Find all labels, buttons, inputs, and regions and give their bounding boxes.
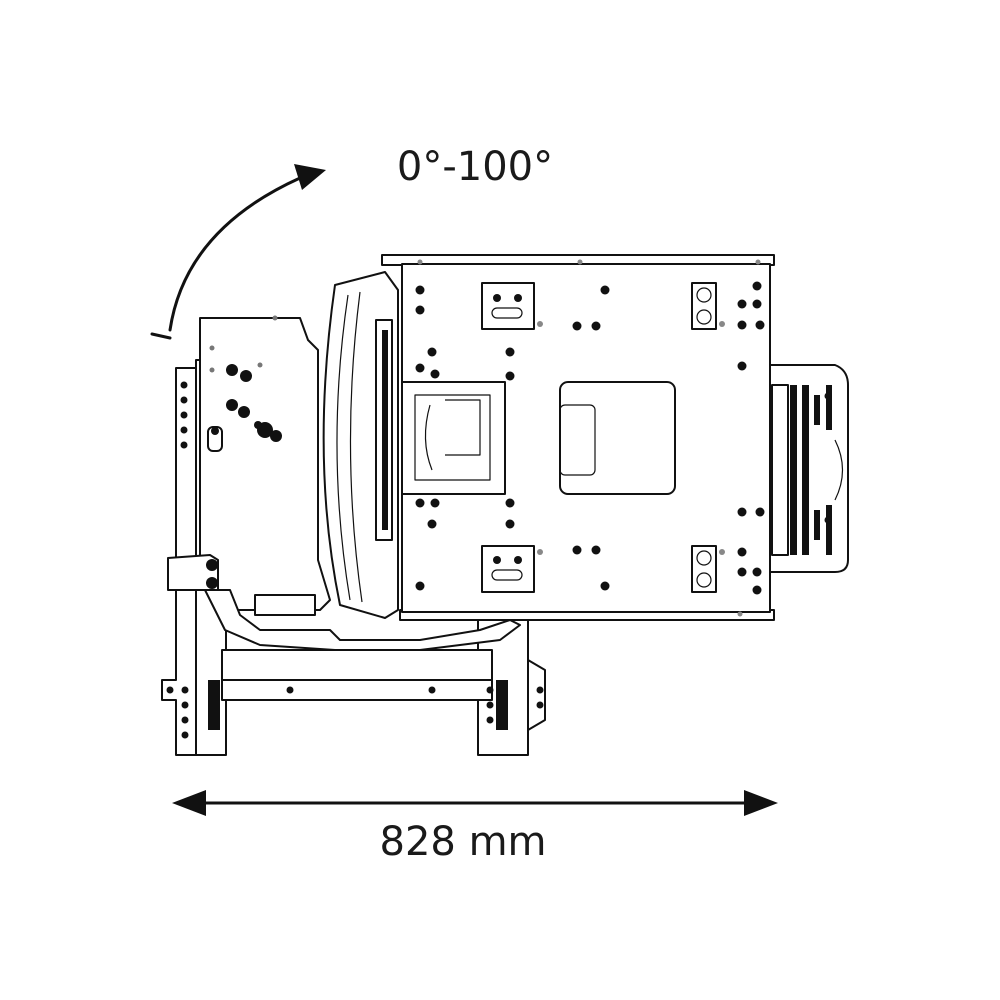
rotation-stop-tick <box>150 332 172 340</box>
rotation-arc <box>168 176 302 332</box>
rotation-annotation: 0°-100° <box>150 144 553 340</box>
hinge-clip <box>167 554 219 591</box>
rotation-arrow-head <box>294 164 326 190</box>
arm-body <box>199 317 331 611</box>
arm-bracket <box>167 315 521 651</box>
width-label: 828 mm <box>380 819 547 865</box>
width-dimension: 828 mm <box>172 790 778 865</box>
wall-crossbar <box>221 649 493 681</box>
tilt-head <box>769 364 849 573</box>
curved-bracket <box>322 271 399 619</box>
vesa-slot-bottom-right <box>691 545 717 593</box>
dimension-arrow-right <box>744 790 778 816</box>
center-slot <box>559 381 676 495</box>
mounting-plate <box>381 254 775 621</box>
vesa-slot-bottom-left <box>481 545 535 593</box>
dimension-arrow-left <box>172 790 206 816</box>
rotation-label: 0°-100° <box>397 144 553 190</box>
vesa-slot-top-left <box>481 282 535 330</box>
vesa-slot-top-right <box>691 282 717 330</box>
